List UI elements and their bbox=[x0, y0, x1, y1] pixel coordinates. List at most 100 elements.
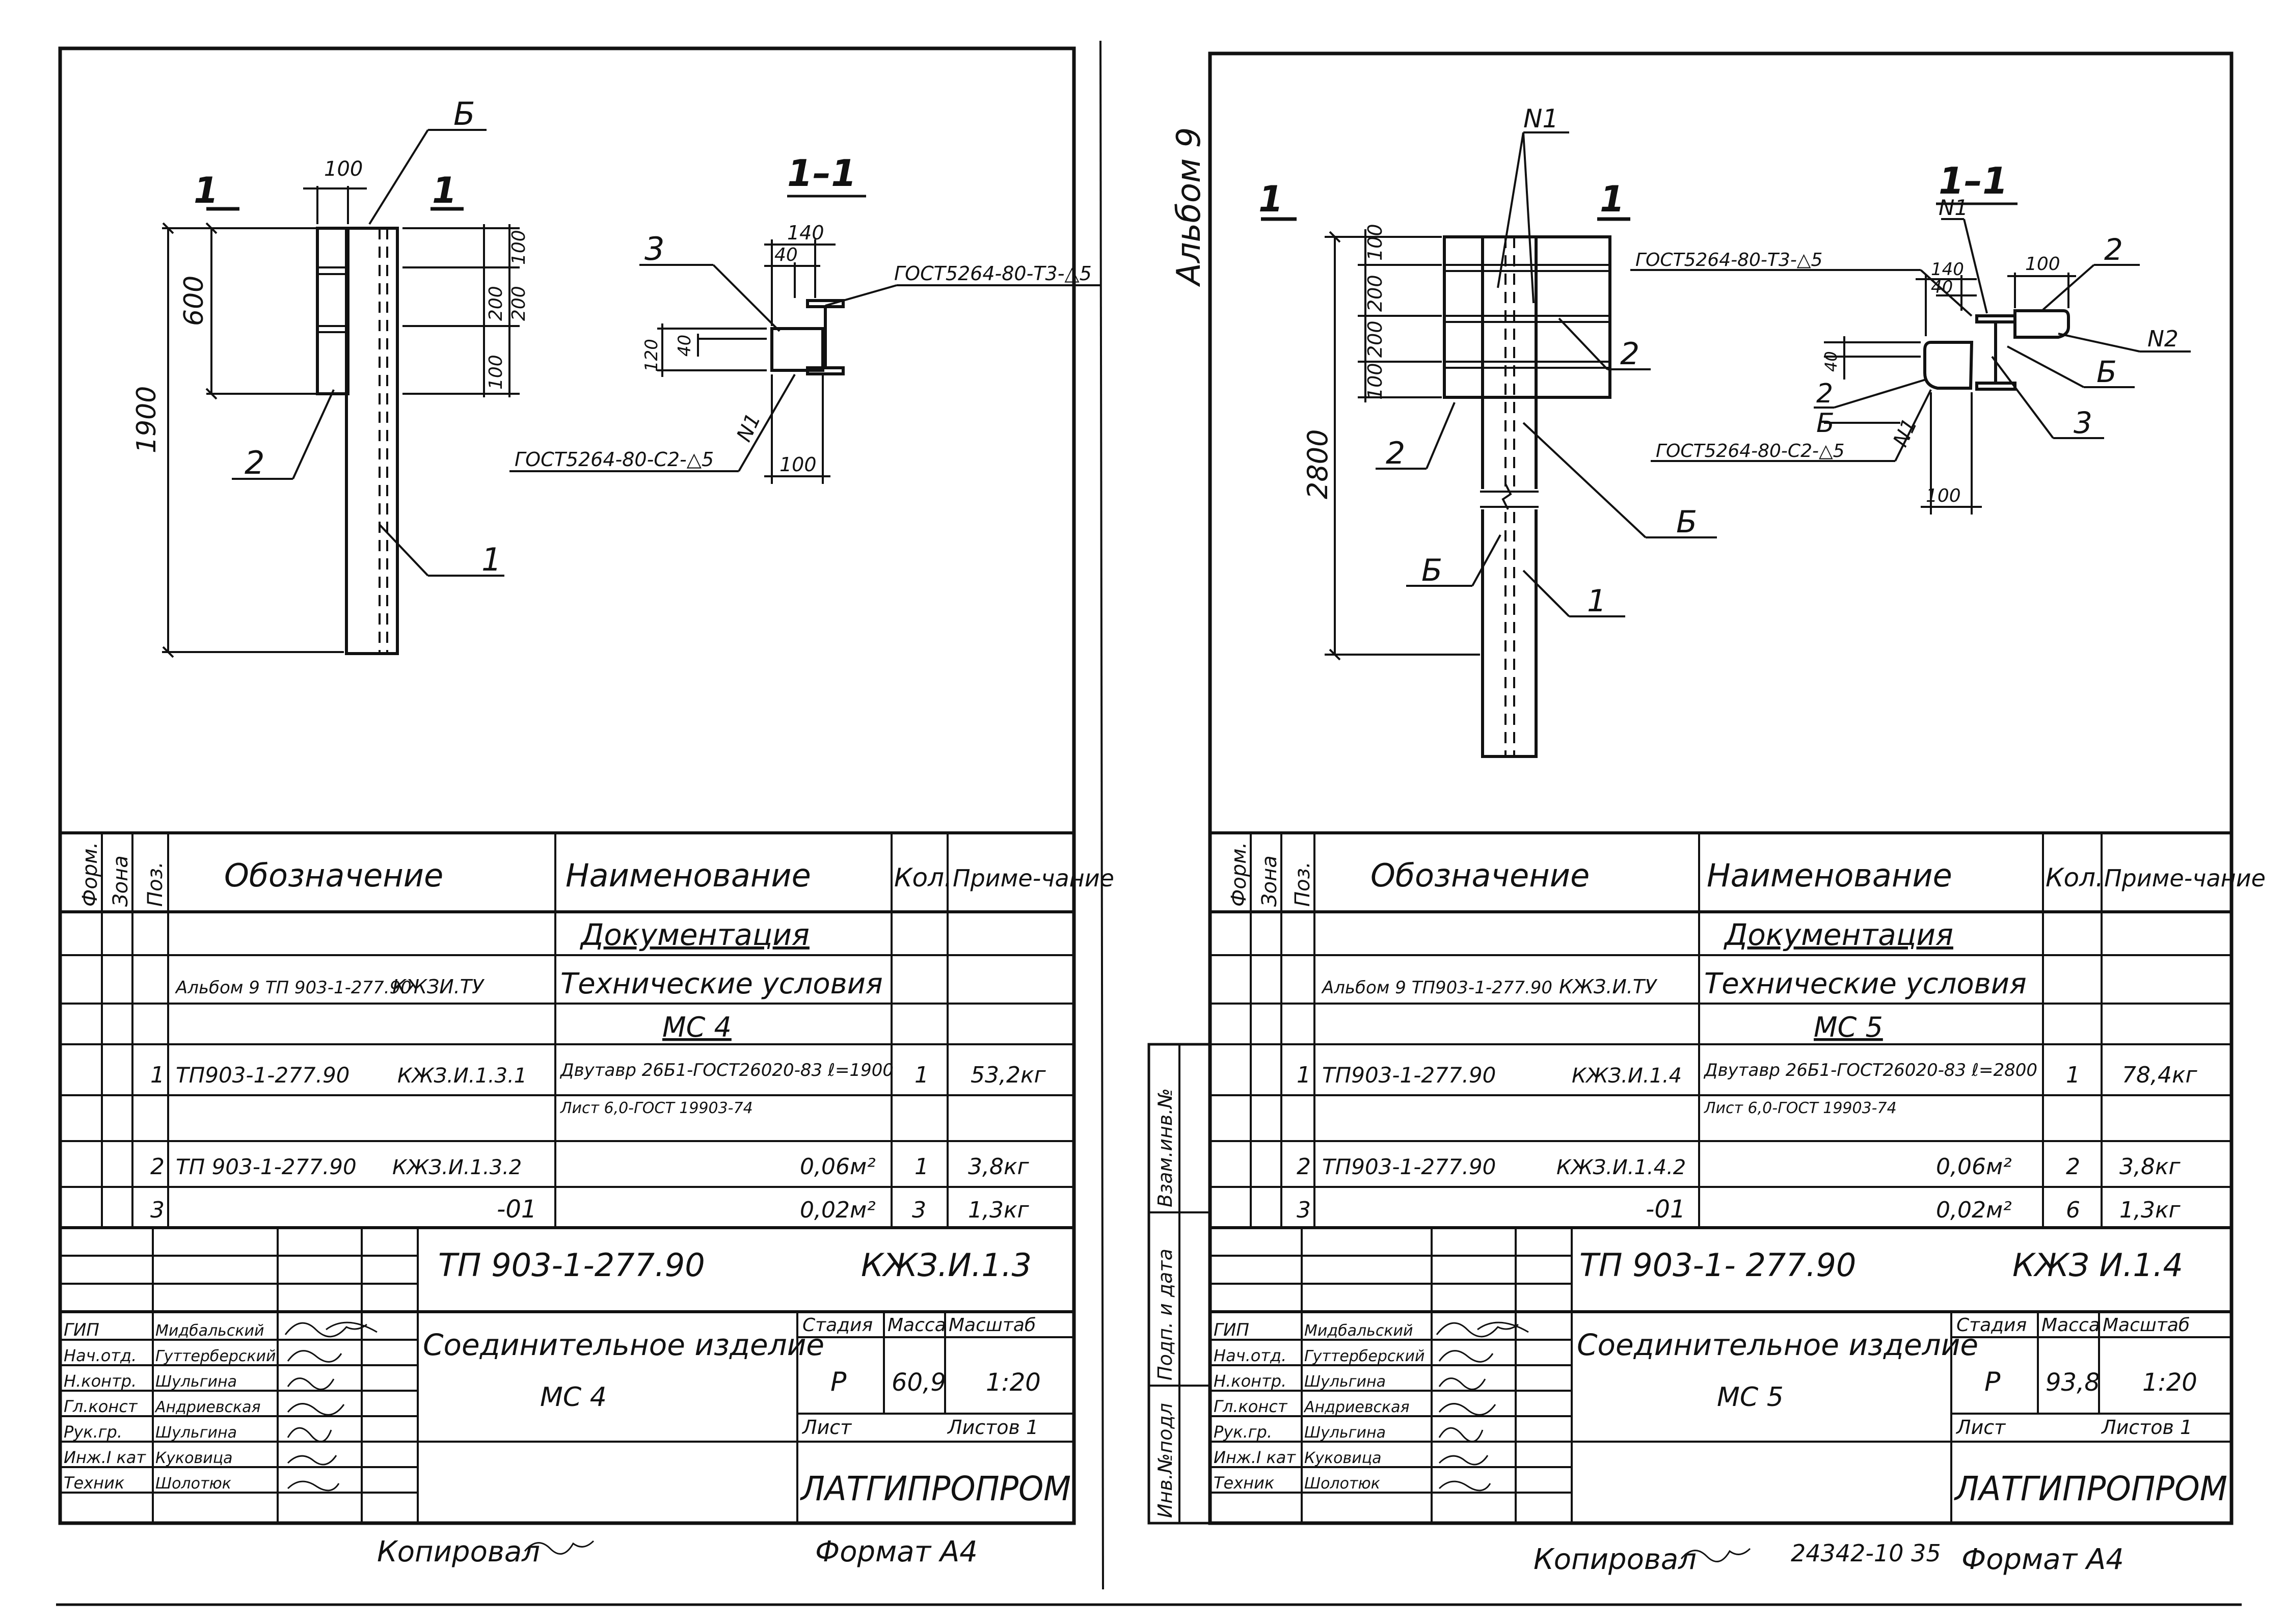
spec-table-2: Форм. Зона Поз. Обозначение Наименование… bbox=[1210, 831, 2266, 1229]
footer2-copied: Копировал bbox=[1534, 1543, 1697, 1576]
stamp2-code: ТП 903-1- 277.90 bbox=[1579, 1247, 1856, 1284]
dim2-100c: 100 bbox=[2025, 254, 2060, 275]
mass-value: 60,9 bbox=[892, 1368, 946, 1397]
stage2-label: Стадия bbox=[1956, 1315, 2027, 1336]
row2-3-qty: 6 bbox=[2066, 1197, 2080, 1223]
dim-100-bottom: 100 bbox=[779, 453, 817, 476]
stage2-value: Р bbox=[1984, 1367, 2001, 1397]
col2-zone: Зона bbox=[1258, 855, 1281, 907]
stage-value: Р bbox=[830, 1367, 847, 1397]
weld2-n1: N1 bbox=[1889, 415, 1922, 451]
row1-qty: 1 bbox=[915, 1062, 929, 1088]
side-stamp: Взам.инв.№ Подп. и дата Инв.№подл bbox=[1147, 1043, 1212, 1525]
col-zone: Зона bbox=[109, 855, 132, 907]
doc-name: Технические условия bbox=[560, 967, 883, 1000]
signatures-2 bbox=[1436, 1321, 1529, 1492]
dim-100-right-b: 100 bbox=[486, 355, 506, 390]
mark-2: 2 bbox=[245, 444, 264, 481]
dim-100-top: 100 bbox=[324, 157, 363, 181]
weld-n1: N1 bbox=[732, 410, 765, 446]
sheet-label: Лист bbox=[801, 1416, 852, 1439]
stamp-code: ТП 903-1-277.90 bbox=[438, 1247, 705, 1284]
dim2-100a: 100 bbox=[1364, 224, 1386, 261]
stamp-mark: КЖЗ.И.1.3 bbox=[861, 1247, 1032, 1284]
name-2: Шульгина bbox=[155, 1373, 237, 1391]
dim-600: 600 bbox=[179, 276, 209, 326]
mark2-3: 3 bbox=[2074, 405, 2092, 440]
role2-6: Техник bbox=[1214, 1473, 1275, 1493]
section-1-1: 1–1 140 40 40 120 100 bbox=[509, 152, 1100, 484]
org2-name: ЛАТГИПРОПРОМ bbox=[1954, 1469, 2227, 1508]
doc2-code: Альбом 9 ТП903-1-277.90 bbox=[1321, 978, 1552, 998]
dim-200-right-b: 200 bbox=[486, 286, 506, 321]
dim-40: 40 bbox=[774, 245, 798, 265]
row2-3-name: 0,02м² bbox=[1936, 1197, 2012, 1223]
name2-1: Гуттерберский bbox=[1304, 1347, 1425, 1365]
mark2-2c: 2 bbox=[2104, 232, 2123, 267]
dim2-200b: 200 bbox=[1364, 320, 1386, 358]
name-0: Мидбальский bbox=[155, 1322, 264, 1340]
footer-format: Формат А4 bbox=[815, 1535, 978, 1568]
mark2-2d: 2 bbox=[1816, 378, 1833, 409]
role-1: Нач.отд. bbox=[64, 1346, 137, 1365]
scale2-label: Масштаб bbox=[2103, 1315, 2190, 1336]
org-name: ЛАТГИПРОПРОМ bbox=[800, 1469, 1071, 1508]
mass2-label: Масса bbox=[2041, 1315, 2100, 1336]
role2-4: Рук.гр. bbox=[1214, 1422, 1272, 1442]
stamp2-title2: МС 5 bbox=[1717, 1382, 1784, 1413]
sheet-right: Альбом 9 Взам.инв.№ Подп. и дата Инв.№по… bbox=[1147, 51, 2266, 1576]
role2-0: ГИП bbox=[1214, 1320, 1249, 1340]
row1-name2: Лист 6,0-ГОСТ 19903-74 bbox=[560, 1099, 753, 1117]
title-block: ТП 903-1-277.90 КЖЗ.И.1.3 Соединительное… bbox=[60, 1228, 1074, 1523]
row2-mark: КЖЗ.И.1.3.2 bbox=[392, 1156, 522, 1179]
doc-code: Альбом 9 ТП 903-1-277.90 bbox=[175, 978, 412, 998]
stamp-title2: МС 4 bbox=[540, 1382, 607, 1413]
cut2-left: 1 bbox=[1258, 178, 1283, 220]
signatures bbox=[284, 1321, 378, 1492]
side-sign: Подп. и дата bbox=[1154, 1249, 1176, 1381]
row2-2-code: ТП903-1-277.90 bbox=[1322, 1154, 1496, 1179]
role-6: Техник bbox=[64, 1473, 125, 1493]
side-label: Альбом 9 bbox=[1170, 127, 1208, 287]
footer-signature bbox=[524, 1540, 595, 1555]
row2-code: ТП 903-1-277.90 bbox=[176, 1154, 357, 1179]
row2-1-mark: КЖЗ.И.1.4 bbox=[1572, 1064, 1682, 1088]
dim-140: 140 bbox=[787, 222, 824, 244]
mark2-2b: 2 bbox=[1386, 436, 1405, 471]
item2-title: МС 5 bbox=[1814, 1011, 1883, 1043]
role2-1: Нач.отд. bbox=[1214, 1346, 1286, 1365]
col-pos: Поз. bbox=[144, 861, 167, 907]
col-designation: Обозначение bbox=[224, 857, 443, 894]
mark2-1: 1 bbox=[1587, 583, 1606, 619]
name-5: Куковица bbox=[155, 1449, 233, 1467]
role2-3: Гл.конст bbox=[1214, 1397, 1288, 1416]
row2-1-note: 78,4кг bbox=[2122, 1062, 2198, 1088]
row2-note: 3,8кг bbox=[968, 1154, 1030, 1180]
col2-designation: Обозначение bbox=[1370, 857, 1590, 894]
name2-2: Шульгина bbox=[1304, 1373, 1386, 1391]
row3-note: 1,3кг bbox=[968, 1197, 1030, 1223]
doc2-name: Технические условия bbox=[1704, 967, 2027, 1000]
col-note: Приме-чание bbox=[953, 864, 1114, 892]
name2-0: Мидбальский bbox=[1304, 1322, 1413, 1340]
doc2-mark: КЖЗ.И.ТУ bbox=[1559, 976, 1658, 998]
dim2-40v: 40 bbox=[1821, 351, 1841, 372]
name-6: Шолотюк bbox=[155, 1475, 231, 1493]
col2-note: Приме-чание bbox=[2104, 864, 2266, 892]
row2-3-pos: 3 bbox=[1297, 1197, 1311, 1223]
row3-name: 0,02м² bbox=[800, 1197, 876, 1223]
section-1-1-b: 1–1 140 40 100 40 100 bbox=[1630, 159, 2191, 515]
weld-bottom: ГОСТ5264-80-С2-△5 bbox=[515, 448, 714, 471]
col-name: Наименование bbox=[566, 857, 811, 894]
name-4: Шульгина bbox=[155, 1424, 237, 1442]
mark-1: 1 bbox=[481, 541, 501, 578]
scale-label: Масштаб bbox=[949, 1315, 1036, 1336]
scale2-value: 1:20 bbox=[2142, 1368, 2197, 1397]
sheet-frame bbox=[58, 46, 1076, 1525]
row3-qty: 3 bbox=[912, 1197, 926, 1223]
stamp-title: Соединительное изделие bbox=[423, 1328, 824, 1362]
cut2-right: 1 bbox=[1600, 178, 1625, 220]
mass2-value: 93,8 bbox=[2046, 1368, 2100, 1397]
